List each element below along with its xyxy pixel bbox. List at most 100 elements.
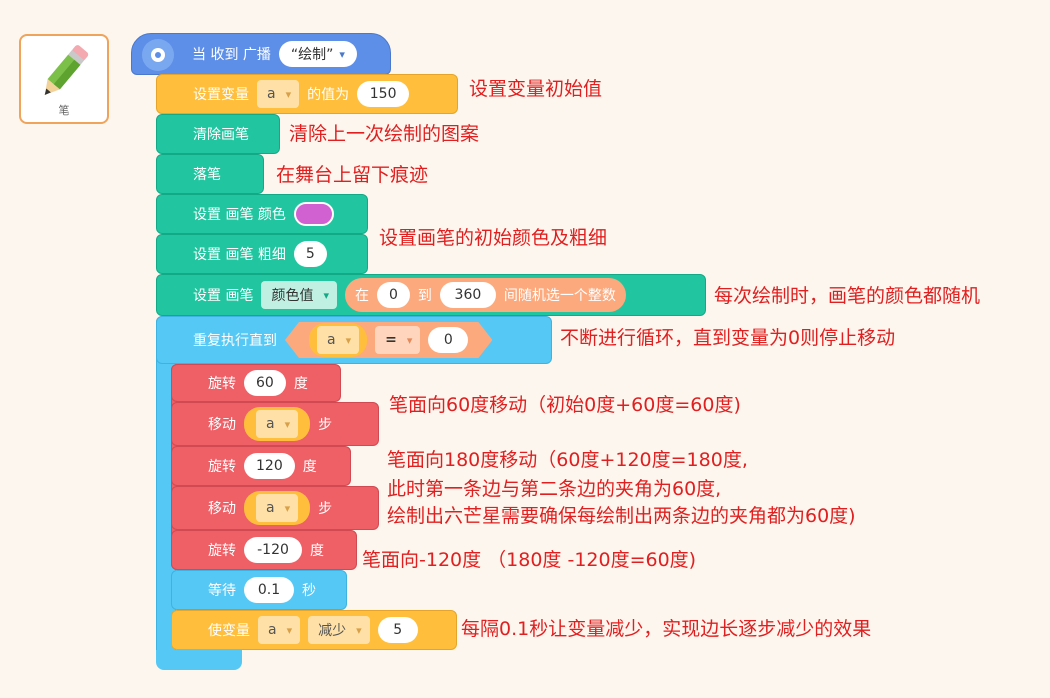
set-pen-size-block[interactable]: 设置 画笔 粗细 5: [156, 234, 368, 274]
move-label: 移动: [208, 417, 236, 433]
set-pen-param-block[interactable]: 设置 画笔 颜色值 ▾ 在 0 到 360 间随机选一个整数: [156, 274, 706, 316]
annotation-set-variable: 设置变量初始值: [469, 78, 603, 100]
change-variable-block[interactable]: 使变量 a▾ 减少▾ 5: [171, 610, 457, 650]
clear-pen-label: 清除画笔: [193, 127, 249, 143]
turn-block[interactable]: 旋转 120 度: [171, 446, 351, 486]
random-in-label: 在: [354, 288, 369, 304]
random-suffix-label: 间随机选一个整数: [503, 288, 616, 304]
annotation-random-color: 每次绘制时，画笔的颜色都随机: [714, 285, 981, 307]
variable-reporter[interactable]: a▾: [244, 491, 311, 525]
annotation-color-size: 设置画笔的初始颜色及粗细: [379, 227, 608, 249]
broadcast-dropdown[interactable]: “绘制” ▾: [278, 41, 357, 67]
move-variable: a: [266, 416, 275, 432]
condition-equals-block[interactable]: a▾ =▾ 0: [285, 322, 492, 358]
sprite-thumbnail[interactable]: 笔: [19, 34, 109, 124]
set-pen-param-label: 设置 画笔: [193, 288, 254, 304]
wait-unit: 秒: [302, 583, 316, 599]
chevron-down-icon: ▾: [323, 288, 329, 302]
hat-label: 当 收到 广播: [192, 47, 271, 63]
move-variable-dropdown[interactable]: a▾: [256, 494, 299, 522]
chevron-down-icon: ▾: [286, 623, 293, 637]
annotation-turn-60: 笔面向60度移动（初始0度+60度=60度): [389, 394, 741, 416]
variable-reporter[interactable]: a▾: [309, 323, 367, 357]
sprite-name: 笔: [58, 104, 70, 117]
turn-label: 旋转: [208, 459, 236, 475]
operator-dropdown[interactable]: =▾: [375, 326, 420, 354]
turn-label: 旋转: [208, 543, 236, 559]
annotation-change-variable: 每隔0.1秒让变量减少，实现边长逐步减少的效果: [461, 618, 872, 640]
turn-value[interactable]: -120: [244, 537, 302, 563]
variable-reporter[interactable]: a▾: [244, 407, 311, 441]
random-to-label: 到: [417, 288, 432, 304]
wait-block[interactable]: 等待 0.1 秒: [171, 570, 347, 610]
repeat-until-block[interactable]: 重复执行直到 a▾ =▾ 0: [156, 316, 552, 364]
pencil-icon: [44, 45, 89, 95]
turn-unit: 度: [310, 543, 324, 559]
change-operation: 减少: [318, 623, 347, 639]
variable-name: a: [267, 86, 276, 102]
turn-label: 旋转: [208, 376, 236, 392]
variable-dropdown[interactable]: a▾: [257, 80, 300, 108]
chevron-down-icon: ▾: [284, 501, 291, 515]
set-pen-size-label: 设置 画笔 粗细: [193, 247, 286, 263]
chevron-down-icon: ▾: [356, 623, 362, 637]
set-pen-color-label: 设置 画笔 颜色: [193, 207, 286, 223]
change-operation-dropdown[interactable]: 减少 ▾: [308, 616, 370, 644]
annotation-clear: 清除上一次绘制的图案: [289, 123, 480, 145]
annotation-pen-down: 在舞台上留下痕迹: [276, 164, 429, 186]
chevron-down-icon: ▾: [285, 87, 292, 101]
pen-down-block[interactable]: 落笔: [156, 154, 264, 194]
color-swatch[interactable]: [293, 202, 334, 226]
set-variable-mid: 的值为: [307, 87, 350, 103]
change-variable-dropdown[interactable]: a▾: [258, 616, 301, 644]
annotation-turn-120-line1: 笔面向180度移动（60度+120度=180度,: [387, 449, 748, 471]
turn-value[interactable]: 60: [244, 370, 286, 396]
annotation-turn-120-line3: 绘制出六芒星需要确保每绘制出两条边的夹角都为60度): [387, 505, 856, 527]
annotation-turn-120-line2: 此时第一条边与第二条边的夹角为60度,: [387, 478, 722, 500]
change-variable-label: 使变量: [208, 623, 250, 639]
random-integer-block[interactable]: 在 0 到 360 间随机选一个整数: [344, 278, 626, 312]
broadcast-hat-icon: [142, 39, 174, 71]
wait-value[interactable]: 0.1: [244, 577, 294, 603]
move-block[interactable]: 移动 a▾ 步: [171, 402, 379, 446]
move-label: 移动: [208, 501, 236, 517]
turn-block[interactable]: 旋转 -120 度: [171, 530, 357, 570]
random-to-value[interactable]: 360: [439, 282, 496, 308]
move-block[interactable]: 移动 a▾ 步: [171, 486, 379, 530]
pen-param-name: 颜色值: [271, 288, 314, 304]
pen-param-dropdown[interactable]: 颜色值 ▾: [261, 281, 337, 309]
set-variable-value[interactable]: 150: [357, 81, 410, 107]
clear-pen-block[interactable]: 清除画笔: [156, 114, 280, 154]
chevron-down-icon: ▾: [339, 47, 345, 61]
turn-block[interactable]: 旋转 60 度: [171, 364, 341, 402]
turn-unit: 度: [302, 459, 317, 475]
set-variable-label: 设置变量: [193, 87, 249, 103]
change-variable-name: a: [268, 622, 277, 638]
pen-down-label: 落笔: [193, 167, 221, 183]
set-pen-color-block[interactable]: 设置 画笔 颜色: [156, 194, 368, 234]
condition-variable: a: [327, 332, 336, 348]
repeat-until-label: 重复执行直到: [193, 333, 277, 349]
broadcast-message: “绘制”: [290, 47, 334, 63]
chevron-down-icon: ▾: [284, 417, 291, 431]
pen-size-value[interactable]: 5: [293, 241, 327, 267]
move-variable-dropdown[interactable]: a▾: [256, 410, 299, 438]
turn-value[interactable]: 120: [244, 453, 295, 479]
chevron-down-icon: ▾: [345, 333, 352, 347]
annotation-turn-neg120: 笔面向-120度 （180度 -120度=60度): [362, 549, 697, 571]
condition-variable-dropdown[interactable]: a▾: [317, 326, 359, 354]
random-from-value[interactable]: 0: [376, 282, 410, 308]
set-variable-block[interactable]: 设置变量 a▾ 的值为 150: [156, 74, 458, 114]
when-receive-broadcast-block[interactable]: 当 收到 广播 “绘制” ▾: [131, 33, 391, 75]
move-unit: 步: [318, 417, 333, 433]
turn-unit: 度: [293, 376, 308, 392]
chevron-down-icon: ▾: [406, 333, 413, 347]
annotation-repeat: 不断进行循环，直到变量为0则停止移动: [560, 327, 896, 349]
move-unit: 步: [318, 501, 333, 517]
move-variable: a: [266, 500, 275, 516]
repeat-until-bottom: [156, 650, 242, 670]
change-value[interactable]: 5: [377, 617, 418, 643]
operator-symbol: =: [385, 332, 397, 348]
wait-label: 等待: [208, 583, 236, 599]
condition-value[interactable]: 0: [428, 327, 468, 353]
